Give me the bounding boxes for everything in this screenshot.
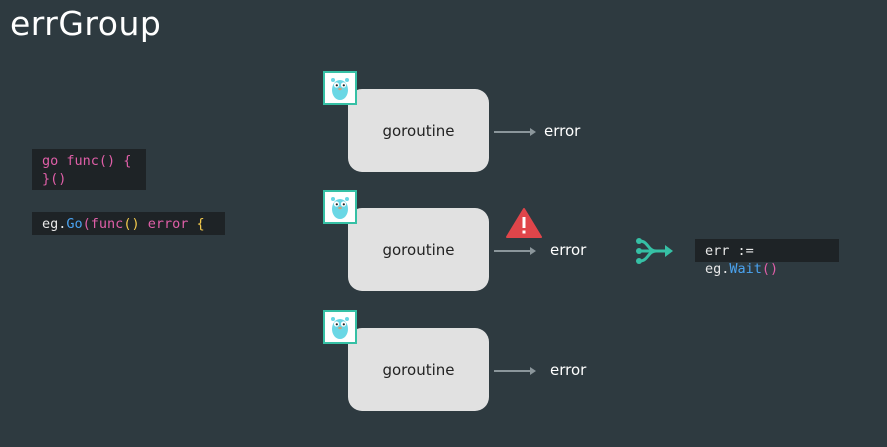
goroutine-label: goroutine (382, 240, 455, 259)
code-snippet-go-func: go func() { }() (32, 149, 146, 190)
error-label: error (550, 241, 587, 259)
code-object: eg. (42, 216, 67, 232)
code-keyword: func (90, 216, 124, 232)
code-function: Wait (729, 261, 762, 277)
code-brace: { (196, 216, 205, 232)
gopher-icon (323, 190, 357, 224)
code-paren: ( (82, 216, 91, 232)
code-function: Go (66, 216, 83, 232)
warning-icon (505, 207, 543, 243)
code-type: error (139, 216, 197, 232)
goroutine-box: goroutine (348, 208, 489, 291)
code-text: err := eg. (705, 243, 754, 277)
goroutine-label: goroutine (382, 360, 455, 379)
goroutine-box: goroutine (348, 89, 489, 172)
arrow-3 (494, 367, 536, 375)
code-text: func() { (58, 153, 132, 169)
code-keyword: go (42, 153, 59, 169)
error-label: error (544, 122, 581, 140)
code-snippet-eg-go: eg.Go(func() error { (32, 212, 225, 235)
merge-icon (634, 235, 674, 271)
arrow-1 (494, 128, 536, 136)
arrow-2 (494, 247, 536, 255)
slide-title: errGroup (10, 4, 162, 43)
gopher-icon (323, 310, 357, 344)
code-text: }() (42, 171, 67, 187)
code-parens: () (123, 216, 140, 232)
code-snippet-eg-wait: err := eg.Wait() (695, 239, 839, 277)
gopher-icon (323, 71, 357, 105)
code-parens: () (761, 261, 779, 277)
goroutine-label: goroutine (382, 121, 455, 140)
error-label: error (550, 361, 587, 379)
goroutine-box: goroutine (348, 328, 489, 411)
